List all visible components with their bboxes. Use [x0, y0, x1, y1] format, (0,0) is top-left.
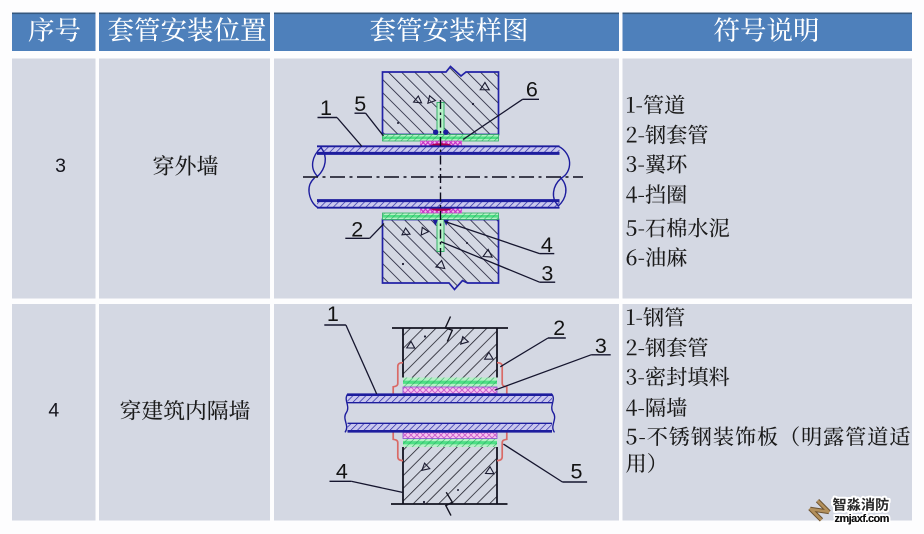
- svg-text:zmjaxf.com: zmjaxf.com: [835, 513, 890, 525]
- svg-text:6: 6: [526, 78, 538, 102]
- svg-text:1: 1: [320, 96, 332, 120]
- svg-text:3: 3: [55, 155, 66, 177]
- svg-text:4: 4: [541, 233, 553, 257]
- svg-text:1: 1: [327, 302, 339, 326]
- svg-text:4: 4: [48, 400, 59, 422]
- svg-text:5: 5: [354, 92, 366, 116]
- svg-text:4: 4: [336, 460, 348, 484]
- svg-text:5: 5: [571, 460, 583, 484]
- svg-text:2: 2: [553, 316, 565, 340]
- svg-text:zmjaxf.com: zmjaxf.com: [835, 513, 890, 525]
- svg-text:2: 2: [351, 218, 363, 242]
- svg-text:3: 3: [595, 334, 607, 358]
- svg-text:3: 3: [541, 262, 553, 286]
